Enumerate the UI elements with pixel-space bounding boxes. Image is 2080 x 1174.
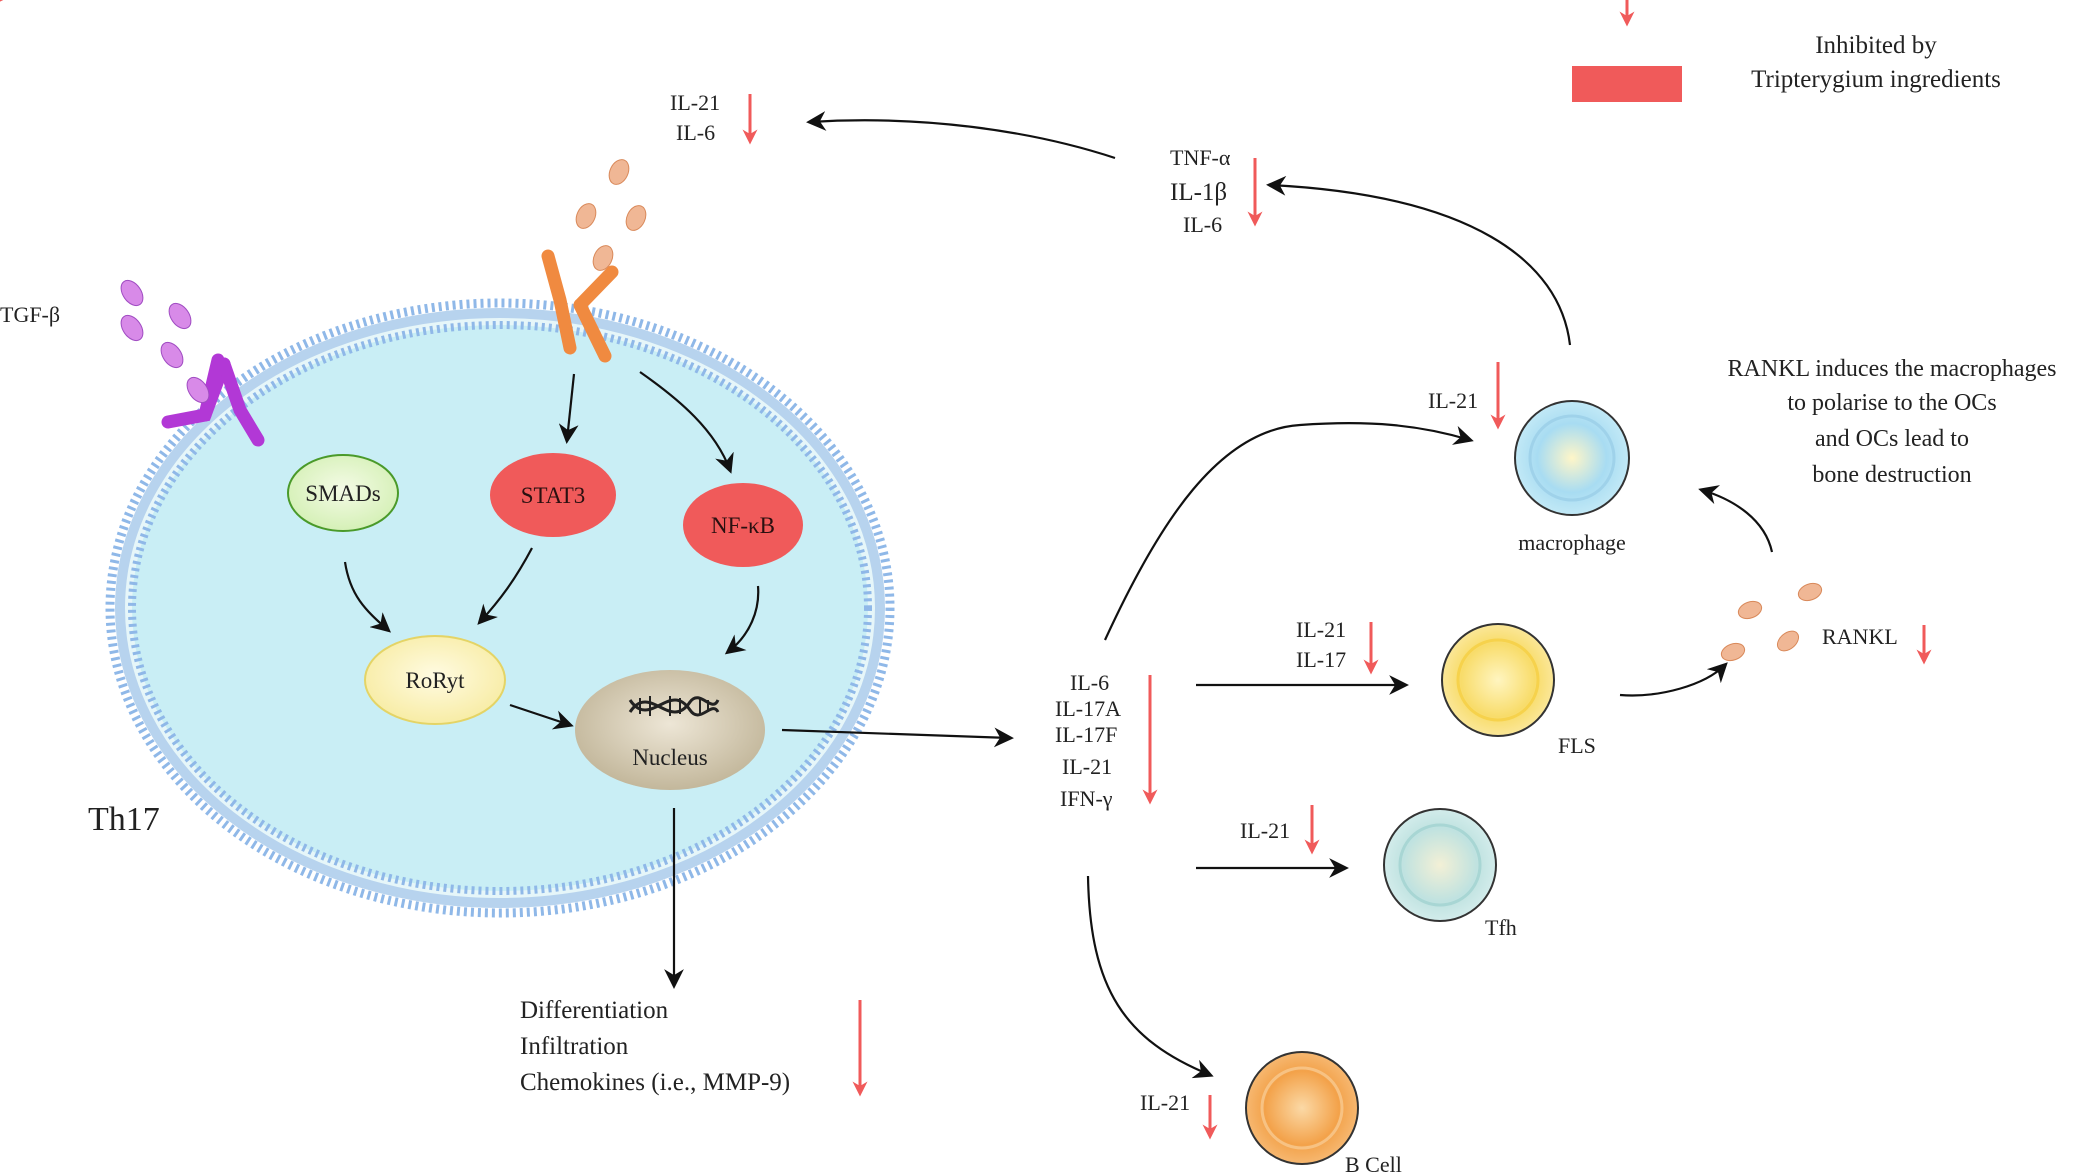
bcell-label: B Cell	[1345, 1152, 1402, 1174]
top-left-cytokine: IL-21	[670, 90, 720, 115]
legend-label-line2: Tripterygium ingredients	[1751, 66, 2001, 93]
output-differentiation: Differentiation	[520, 997, 669, 1024]
cytokine-particle	[608, 159, 630, 185]
cytokine-receptor	[541, 159, 647, 363]
rankl-particle	[1720, 642, 1746, 662]
b-cell: B Cell IL-21	[1140, 1051, 1402, 1174]
cell-name: Th17	[88, 801, 160, 838]
antibody-receptor-icon	[161, 353, 265, 447]
stat3-label: STAT3	[521, 483, 586, 508]
tgf-beta-particle	[120, 279, 144, 307]
macrophage-label: macrophage	[1518, 530, 1626, 555]
to-tfh-cytokine: IL-21	[1240, 818, 1290, 843]
cytokine-particle	[625, 205, 647, 231]
rankl-note-line: to polarise to the OCs	[1787, 390, 1996, 416]
th17-cytokine: IL-17F	[1055, 722, 1117, 747]
rankl-particle	[1737, 600, 1763, 620]
tgf-beta-particle	[186, 376, 210, 404]
rankl-note: RANKL induces the macrophages to polaris…	[1727, 356, 2056, 488]
rankl-note-line: bone destruction	[1812, 462, 1971, 488]
to-fls-cytokine: IL-21	[1296, 617, 1346, 642]
smads-node: SMADs	[287, 454, 399, 532]
roryt-node: RoRyt	[364, 635, 506, 725]
smads-label: SMADs	[305, 481, 380, 506]
macrophage-cell: macrophage IL-21	[1428, 362, 1630, 555]
th17-cytokine: IFN-γ	[1060, 786, 1113, 811]
dna-icon	[628, 696, 720, 717]
output-chemokines: Chemokines (i.e., MMP-9)	[520, 1069, 790, 1096]
tgf-beta-particle	[120, 314, 144, 342]
fls-cell: FLS IL-21 IL-17	[1296, 617, 1596, 758]
nucleus-node: Nucleus	[575, 670, 765, 790]
top-left-cytokine: IL-6	[676, 120, 715, 145]
rankl: RANKL	[1720, 582, 1932, 665]
nucleus-label: Nucleus	[632, 745, 707, 770]
top-left-cytokines: IL-21 IL-6	[670, 90, 758, 145]
rankl-note-line: RANKL induces the macrophages	[1727, 356, 2056, 382]
to-bcell-cytokine: IL-21	[1140, 1090, 1190, 1115]
roryt-label: RoRyt	[405, 668, 465, 693]
to-macrophage-cytokine: IL-21	[1428, 388, 1478, 413]
cytokine-particle	[575, 203, 597, 229]
th17-outputs: Differentiation Infiltration Chemokines …	[520, 997, 868, 1097]
nfkb-node: NF-κB	[683, 483, 803, 567]
rankl-label: RANKL	[1822, 624, 1898, 649]
tgf-beta-particle	[160, 341, 184, 369]
antibody-receptor-icon	[541, 249, 619, 363]
th17-cytokine: IL-21	[1062, 754, 1112, 779]
macrophage-cytokine: IL-6	[1183, 212, 1222, 237]
cytokine-particle	[592, 245, 614, 271]
tgf-beta-label: TGF-β	[0, 302, 60, 327]
rankl-note-line: and OCs lead to	[1815, 426, 1969, 452]
macrophage-cytokines: TNF-α IL-1β IL-6	[1170, 145, 1263, 237]
th17-cytokine: IL-6	[1070, 670, 1109, 695]
fls-label: FLS	[1558, 733, 1596, 758]
flow-arrows	[781, 111, 1774, 1079]
rankl-particle	[1797, 582, 1823, 602]
stat3-node: STAT3	[490, 453, 616, 537]
to-fls-cytokine: IL-17	[1296, 647, 1346, 672]
legend-inhibition-swatch	[1572, 66, 1682, 102]
legend: Inhibited by Tripterygium ingredients	[1572, 0, 2001, 102]
macrophage-cytokine: IL-1β	[1170, 179, 1227, 206]
macrophage-cytokine: TNF-α	[1170, 145, 1231, 170]
th17-cytokines: IL-6 IL-17A IL-17F IL-21 IFN-γ	[1055, 670, 1158, 811]
intracellular-arrows	[343, 371, 760, 989]
tgf-beta-receptor: TGF-β	[0, 279, 265, 447]
tgf-beta-particle	[168, 302, 192, 330]
th17-cytokine: IL-17A	[1055, 696, 1121, 721]
nfkb-label: NF-κB	[711, 513, 775, 538]
tfh-cell: Tfh IL-21	[1240, 805, 1517, 940]
output-infiltration: Infiltration	[520, 1033, 629, 1060]
tfh-label: Tfh	[1485, 915, 1517, 940]
legend-label-line1: Inhibited by	[1815, 32, 1937, 59]
cell-membrane-outer	[105, 298, 895, 918]
rankl-particle	[1776, 630, 1800, 652]
